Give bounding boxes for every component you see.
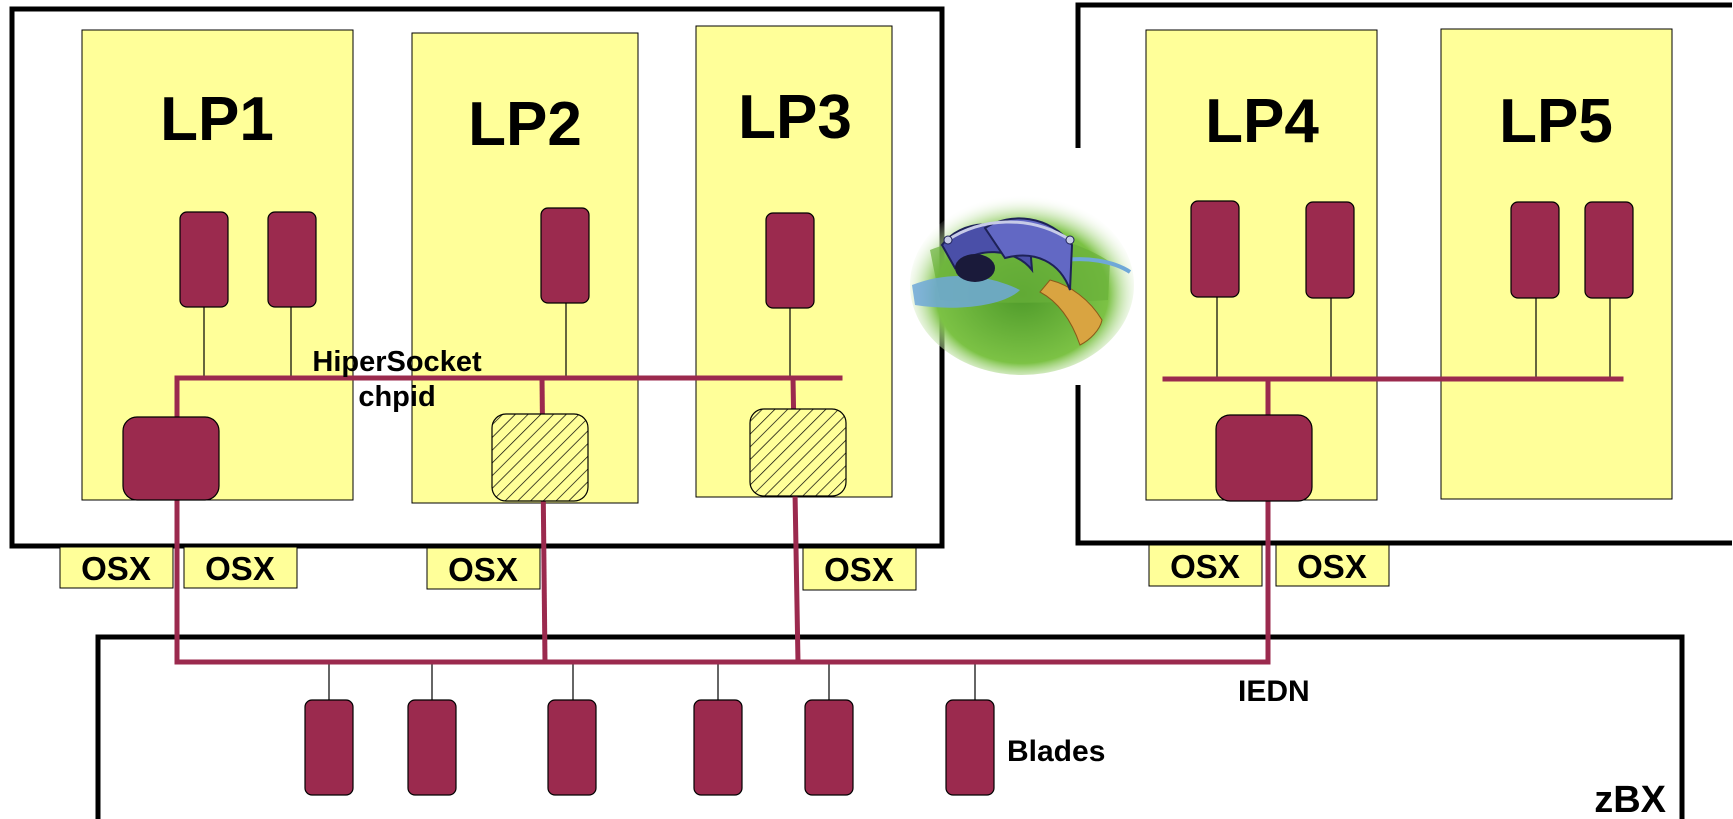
hipersocket-label: HiperSocket (312, 346, 482, 378)
osx-label-boxes: OSX OSX OSX OSX OSX OSX (59, 544, 1390, 591)
osx-label: OSX (81, 550, 151, 587)
osx-label: OSX (1297, 548, 1367, 585)
lpar-label: LP4 (1205, 87, 1319, 156)
network-lines (174, 375, 1624, 665)
component-connectors (203, 296, 1611, 700)
blade (693, 699, 743, 796)
cpc-right-frame (1075, 2, 1732, 148)
osx-label: OSX (824, 551, 894, 588)
chpid-label: chpid (358, 381, 435, 413)
iedn-label: IEDN (1238, 675, 1310, 708)
blade (304, 699, 354, 796)
osx-label: OSX (1170, 548, 1240, 585)
lpar-label: LP1 (160, 85, 274, 154)
zbx-frame (95, 634, 1685, 819)
osx-adapter-lp1 (122, 416, 220, 501)
osx-adapter-lp4 (1215, 414, 1313, 502)
cpc-right-frame-bottom (1075, 385, 1732, 546)
osx-label: OSX (205, 550, 275, 587)
osx-adapter-lp3-hatched (749, 408, 847, 497)
lpar-components (179, 200, 1634, 309)
blades (304, 699, 995, 796)
lpar-label: LP3 (738, 83, 852, 152)
blade (547, 699, 597, 796)
lpar-label: LP2 (468, 90, 582, 159)
blade (804, 699, 854, 796)
blade (407, 699, 457, 796)
blade (945, 699, 995, 796)
blades-label: Blades (1007, 735, 1105, 768)
lpar-label: LP5 (1499, 87, 1613, 156)
zbx-label: zBX (1594, 779, 1666, 819)
bridge-icon (910, 195, 1134, 375)
osx-adapter-lp2-hatched (491, 413, 589, 502)
osx-label: OSX (448, 551, 518, 588)
